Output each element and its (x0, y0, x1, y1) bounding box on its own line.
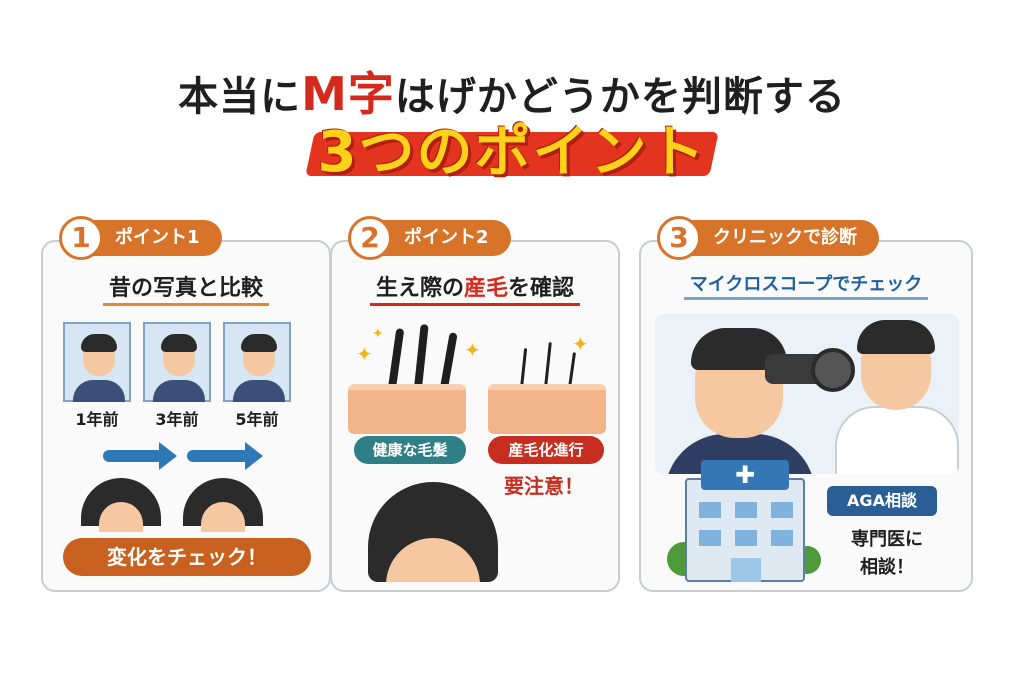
exam-scene (655, 314, 959, 474)
healthy-hair-label: 健康な毛髪 (354, 436, 466, 464)
title-suffix: はげかどうかを判断する (394, 74, 846, 120)
card-title-2: 生え際の産毛を確認 (332, 270, 618, 306)
arrow-icon (187, 442, 263, 470)
photo-3yr (143, 322, 211, 402)
subtitle-banner: 3つのポイント (300, 118, 724, 188)
thin-hair (544, 342, 552, 389)
hairline-head (368, 482, 498, 582)
point-card-3: 3 クリニックで診断 マイクロスコープでチェック ✚ AGA相談 専門医に 相談… (639, 216, 973, 592)
point-badge-1: 1 ポイント1 (59, 216, 222, 260)
sparkle-icon: ✦ (464, 338, 481, 362)
title-prefix: 本当に (178, 74, 302, 120)
thick-hair (414, 323, 429, 389)
sparkle-icon: ✦ (356, 342, 373, 366)
doctor-body (835, 406, 959, 474)
thin-hair (520, 348, 528, 389)
cross-icon: ✚ (701, 460, 789, 490)
check-change-banner: 変化をチェック！ (63, 538, 311, 576)
card-title-3: マイクロスコープでチェック (641, 270, 971, 300)
point-card-2: 2 ポイント2 生え際の産毛を確認 ✦ ✦ ✦ ✦ 健康な毛髪 産毛化進行 要注… (330, 216, 620, 592)
thinning-scalp (488, 384, 606, 434)
sparkle-icon: ✦ (372, 326, 384, 342)
point-number-2: 2 (348, 216, 392, 260)
doctor-hair (857, 320, 935, 354)
point-badge-3: 3 クリニックで診断 (657, 216, 879, 260)
photo-label: 1年前 (75, 410, 119, 429)
thick-hair (388, 328, 405, 389)
main-title: 本当にM字はげかどうかを判断する (0, 58, 1024, 124)
point-badge-label-3: クリニックで診断 (713, 227, 857, 248)
subtitle: 3つのポイント (317, 120, 707, 185)
point-card-1: 1 ポイント1 昔の写真と比較 1年前 3年前 5年前 変化をチェック！ (41, 216, 331, 592)
photo-5yr (223, 322, 291, 402)
thin-hair (568, 352, 576, 389)
point-number-3: 3 (657, 216, 701, 260)
title-accent: M字 (301, 67, 395, 121)
healthy-scalp (348, 384, 466, 434)
sparkle-icon: ✦ (572, 332, 589, 356)
point-number-1: 1 (59, 216, 103, 260)
point-badge-2: 2 ポイント2 (348, 216, 511, 260)
point-badge-label-1: ポイント1 (115, 227, 200, 248)
hairline-before (81, 478, 161, 532)
microscope-icon (765, 348, 855, 392)
hairline-after (183, 478, 263, 532)
point-badge-label-2: ポイント2 (404, 227, 489, 248)
photo-label: 3年前 (155, 410, 199, 429)
thinning-label: 産毛化進行 (488, 436, 604, 464)
photo-label: 5年前 (235, 410, 279, 429)
card-title-1: 昔の写真と比較 (43, 270, 329, 306)
arrow-icon (103, 442, 177, 470)
photo-1yr (63, 322, 131, 402)
consult-text: 専門医に 相談！ (851, 529, 923, 578)
clinic-building: ✚ (685, 460, 805, 582)
thick-hair (440, 332, 458, 389)
caution-text: 要注意！ (504, 474, 584, 498)
aga-consult-badge: AGA相談 (827, 486, 937, 516)
